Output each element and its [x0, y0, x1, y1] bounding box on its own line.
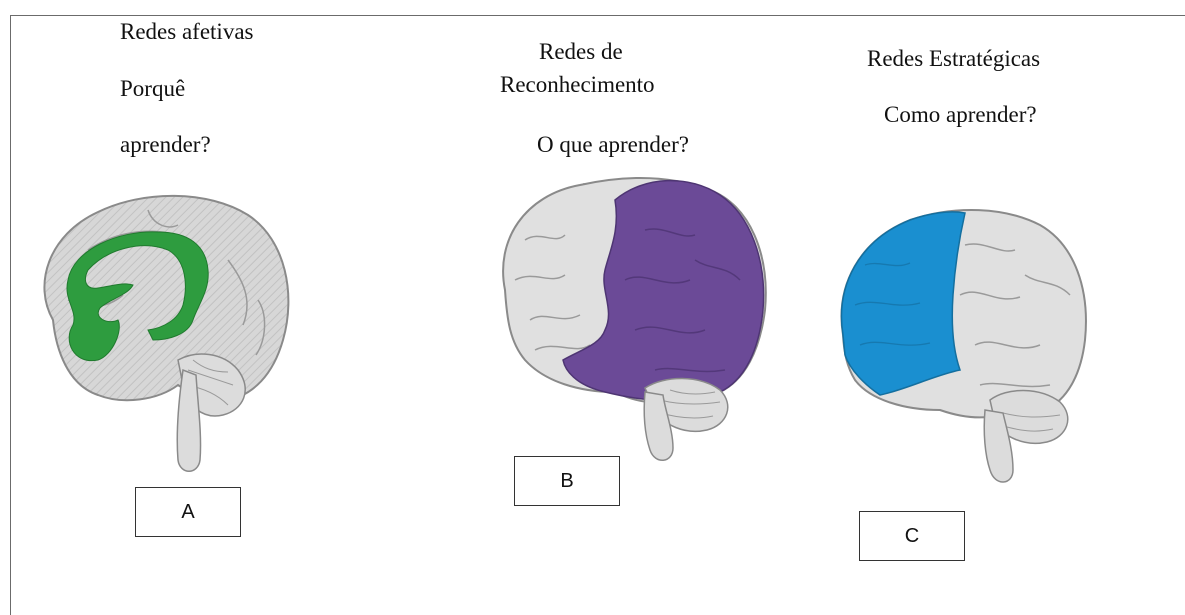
panel-a-title-line-2: Porquê [120, 76, 186, 101]
panel-b-title-line-3: O que aprender? [537, 132, 689, 157]
panel-a-title-line-3: aprender? [120, 132, 211, 157]
label-c-text: C [904, 524, 920, 547]
brain-a-illustration [43, 194, 290, 472]
panel-a-title-line-1: Redes afetivas [120, 19, 254, 44]
panel-c-title-line-2: Como aprender? [884, 102, 1037, 127]
brain-c-illustration [840, 209, 1087, 483]
label-b-text: B [560, 469, 574, 492]
brain-b-illustration [502, 177, 767, 461]
label-box-c: C [859, 511, 965, 561]
panel-c-title-line-1: Redes Estratégicas [867, 46, 1041, 71]
label-box-a: A [135, 487, 241, 537]
label-a-text: A [181, 500, 195, 523]
label-box-b: B [514, 456, 620, 506]
panel-b-title-line-2: Reconhecimento [500, 72, 655, 97]
figure-frame [10, 15, 1185, 615]
panel-b-title-line-1: Redes de [539, 39, 623, 64]
